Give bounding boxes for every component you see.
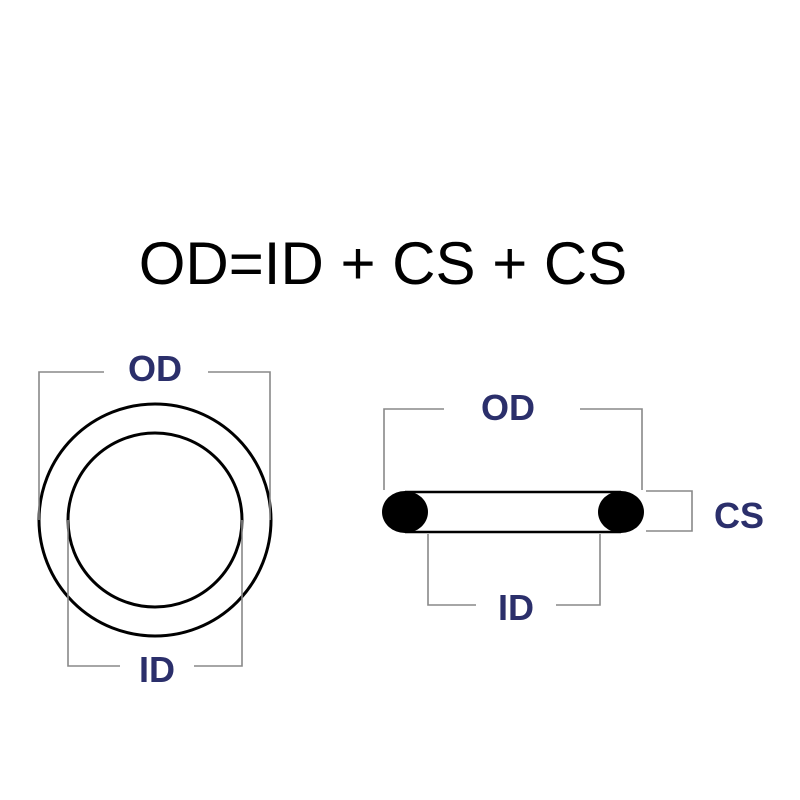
side-left-section <box>382 491 428 533</box>
front-od-bracket-left <box>38 371 104 520</box>
front-od-bracket-right <box>208 371 271 520</box>
side-od-label: OD <box>481 387 535 428</box>
front-id-bracket-left <box>67 520 120 667</box>
side-cs-bracket <box>646 490 693 532</box>
formula-title: OD=ID + CS + CS <box>138 230 628 297</box>
front-inner-circle <box>66 431 244 609</box>
side-id-bracket-right <box>556 534 601 606</box>
side-od-bracket-right <box>580 408 643 490</box>
side-cs-label: CS <box>714 495 764 536</box>
front-id-bracket-right <box>194 520 243 667</box>
front-view: OD ID <box>37 348 273 690</box>
side-od-bracket-left <box>383 408 444 490</box>
front-id-label: ID <box>139 649 175 690</box>
front-od-label: OD <box>128 348 182 389</box>
side-view: OD ID CS <box>382 387 764 628</box>
side-right-section <box>598 491 644 533</box>
side-id-bracket-left <box>427 534 476 606</box>
side-id-label: ID <box>498 587 534 628</box>
front-outer-circle <box>37 402 273 638</box>
